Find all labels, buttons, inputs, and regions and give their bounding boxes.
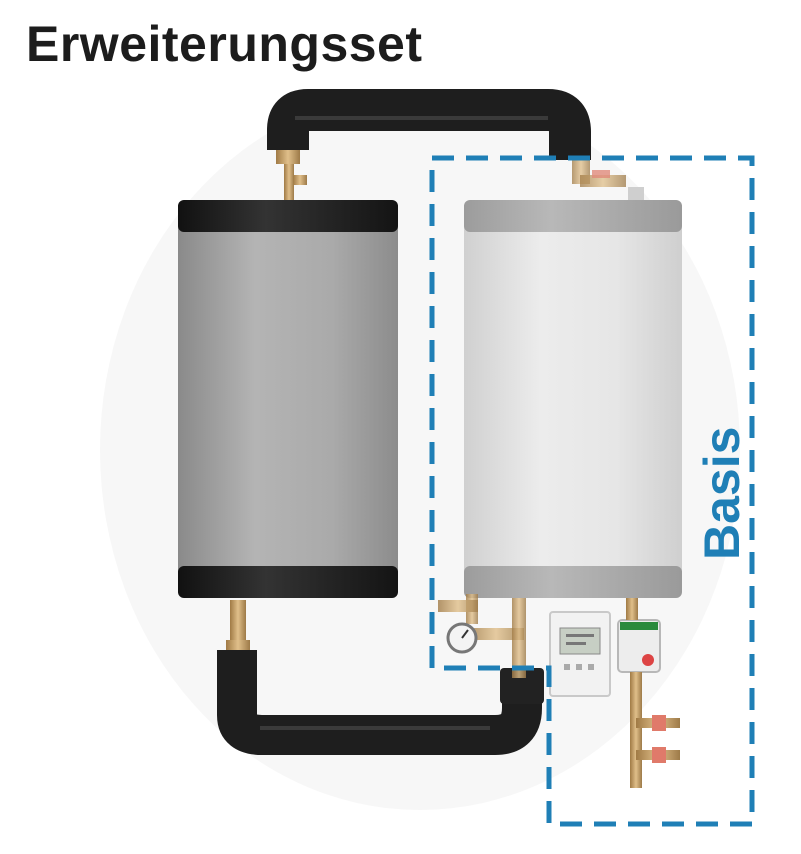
right-tank [464, 160, 682, 598]
pump-icon [617, 619, 661, 673]
gauge-icon [446, 622, 478, 654]
bottom-pipe [217, 650, 544, 755]
solar-station [438, 594, 680, 788]
basis-outline [429, 155, 755, 827]
top-pipe [267, 89, 591, 160]
controller-icon [549, 611, 611, 697]
basis-label: Basis [694, 426, 750, 560]
page-title: Erweiterungsset [26, 16, 423, 72]
left-tank [178, 150, 398, 654]
